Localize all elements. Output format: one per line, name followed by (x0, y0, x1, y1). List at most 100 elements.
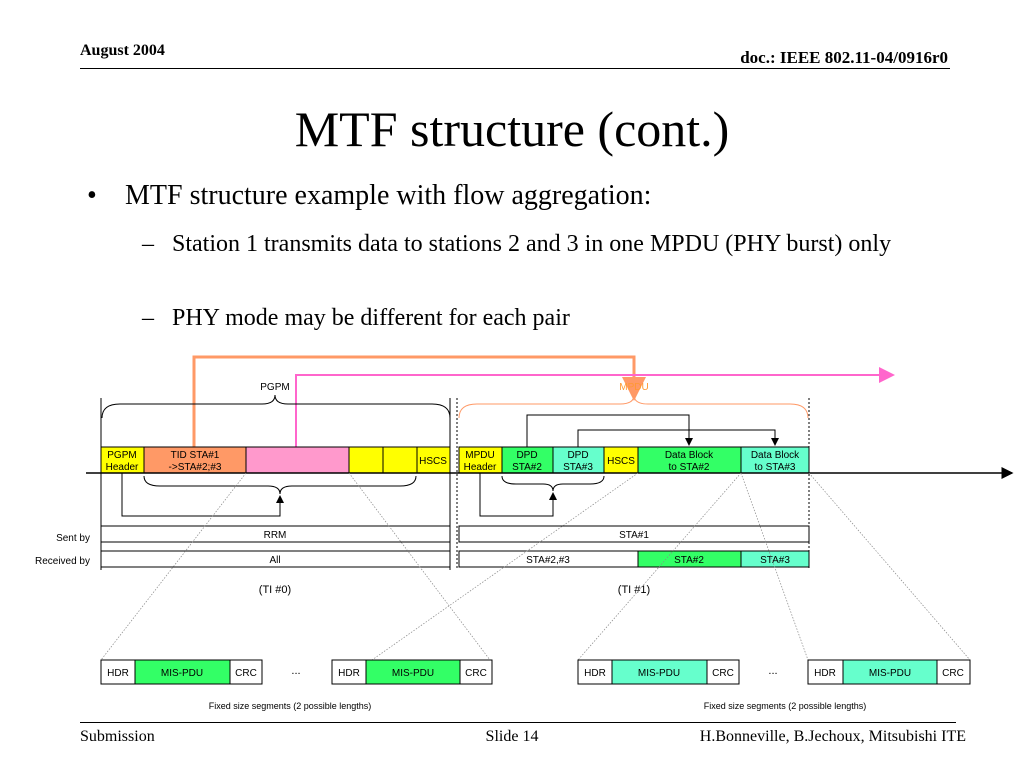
yellow-cell (348, 446, 384, 474)
sent-by-sta1-cell (458, 525, 810, 543)
mpdu-header-text: MPDU (465, 450, 494, 461)
pgpm-header-text: PGPM (107, 450, 136, 461)
data-block-sta2-text: Data Block (665, 450, 714, 461)
segment-hdr-cell (807, 659, 844, 685)
pgpm-header-cell (100, 446, 145, 474)
header-date: August 2004 (80, 42, 165, 59)
segment-hdr-text: HDR (107, 668, 129, 679)
received-by-all-cell (100, 550, 451, 568)
received-by-label: Received by (35, 556, 90, 567)
pgpm-lower-brace (143, 475, 417, 495)
dpd-sta3-text: DPD (567, 450, 588, 461)
expansion-line (740, 472, 809, 661)
dpd-sta3-cell (552, 446, 605, 474)
expansion-line (100, 472, 247, 661)
dpd-sta2-arrow (526, 414, 693, 447)
header-rule (80, 68, 950, 69)
pgpm-label: PGPM (260, 382, 289, 393)
tid-text: TID STA#1 (171, 450, 220, 461)
sub-bullet-dash: – (142, 231, 154, 257)
sub-bullet-2-text: PHY mode may be different for each pair (172, 305, 570, 331)
bullet-main-text: MTF structure example with flow aggregat… (125, 180, 652, 211)
data-block-sta3-cell (740, 446, 810, 474)
segment-hdr-cell (331, 659, 367, 685)
segment-crc-text: CRC (712, 668, 734, 679)
ti0-label: (TI #0) (259, 584, 291, 596)
pgpm-hscs-text: HSCS (419, 456, 447, 467)
expansion-line (577, 472, 742, 661)
segment-crc-cell (459, 659, 493, 685)
received-by-all-text: All (269, 555, 280, 566)
segment-ellipsis: ... (291, 665, 300, 677)
yellow-cell (382, 446, 418, 474)
segment-caption: Fixed size segments (2 possible lengths) (704, 701, 867, 711)
pgpm-header-arrow (121, 473, 284, 517)
ti1-label: (TI #1) (618, 584, 650, 596)
segment-crc-cell (706, 659, 740, 685)
dpd-sta2-text: STA#2 (512, 462, 542, 473)
received-by-sta23-text: STA#2,#3 (526, 555, 570, 566)
received-by-sta3-text: STA#3 (760, 555, 790, 566)
pgpm-brace (101, 394, 451, 419)
sent-by-rrm-cell (100, 525, 451, 543)
segment-mis-pdu-text: MIS-PDU (161, 668, 203, 679)
segment-hdr-cell (100, 659, 136, 685)
tid-cell (143, 446, 247, 474)
data-block-sta3-text: to STA#3 (755, 462, 796, 473)
pgpm-header-text: Header (106, 462, 139, 473)
pink-cell (245, 446, 350, 474)
received-by-sta2-text: STA#2 (674, 555, 704, 566)
slide-title: MTF structure (cont.) (294, 101, 730, 157)
orange-arrow (192, 355, 646, 447)
segment-group-1: HDR MIS-PDU CRC ... HDR MIS-PDU CRC Fixe… (100, 659, 493, 711)
expansion-line (348, 472, 491, 661)
segment-hdr-text: HDR (338, 668, 360, 679)
header-doc-id: doc.: IEEE 802.11-04/0916r0 (740, 48, 948, 67)
mpdu-hscs-cell (603, 446, 639, 474)
tid-text: ->STA#2;#3 (169, 462, 222, 473)
mpdu-lower-brace (501, 475, 605, 492)
segment-mis-pdu-cell (365, 659, 461, 685)
footer-submission: Submission (80, 728, 155, 745)
mpdu-label: MPDU (619, 382, 648, 393)
bullet-dot: • (87, 180, 97, 211)
footer-rule (80, 722, 956, 723)
segment-hdr-cell (577, 659, 613, 685)
segment-group-2: HDR MIS-PDU CRC ... HDR MIS-PDU CRC Fixe… (577, 659, 971, 711)
segment-crc-text: CRC (235, 668, 257, 679)
expansion-line (808, 472, 971, 661)
segment-crc-text: CRC (465, 668, 487, 679)
mpdu-brace (458, 394, 809, 419)
data-block-sta3-text: Data Block (751, 450, 800, 461)
segment-mis-pdu-text: MIS-PDU (392, 668, 434, 679)
segment-ellipsis: ... (768, 665, 777, 677)
segment-crc-text: CRC (942, 668, 964, 679)
sent-by-sta1-text: STA#1 (619, 530, 649, 541)
sub-bullet-1-text: Station 1 transmits data to stations 2 a… (172, 231, 892, 257)
footer-authors: H.Bonneville, B.Jechoux, Mitsubishi ITE (699, 728, 966, 745)
segment-hdr-text: HDR (814, 668, 836, 679)
segment-hdr-text: HDR (584, 668, 606, 679)
data-block-sta2-text: to STA#2 (669, 462, 710, 473)
dpd-sta2-text: DPD (516, 450, 537, 461)
sent-by-label: Sent by (56, 533, 90, 544)
sub-bullet-2: –PHY mode may be different for each pair (142, 302, 912, 335)
dpd-sta3-text: STA#3 (563, 462, 593, 473)
segment-mis-pdu-text: MIS-PDU (869, 668, 911, 679)
pink-arrow (295, 367, 895, 447)
bullet-main: • MTF structure example with flow aggrega… (87, 180, 651, 212)
sub-bullet-1: –Station 1 transmits data to stations 2 … (142, 228, 912, 261)
segment-caption: Fixed size segments (2 possible lengths) (209, 701, 372, 711)
segment-mis-pdu-text: MIS-PDU (638, 668, 680, 679)
sub-bullet-dash: – (142, 305, 154, 331)
dpd-sta3-arrow (577, 429, 779, 447)
segment-crc-cell (229, 659, 263, 685)
mpdu-header-arrow (479, 473, 557, 517)
mpdu-hscs-text: HSCS (607, 456, 635, 467)
mpdu-header-text: Header (464, 462, 497, 473)
sent-by-rrm-text: RRM (264, 530, 287, 541)
footer-slide-number: Slide 14 (485, 728, 539, 745)
segment-crc-cell (936, 659, 971, 685)
expansion-line (371, 472, 639, 661)
